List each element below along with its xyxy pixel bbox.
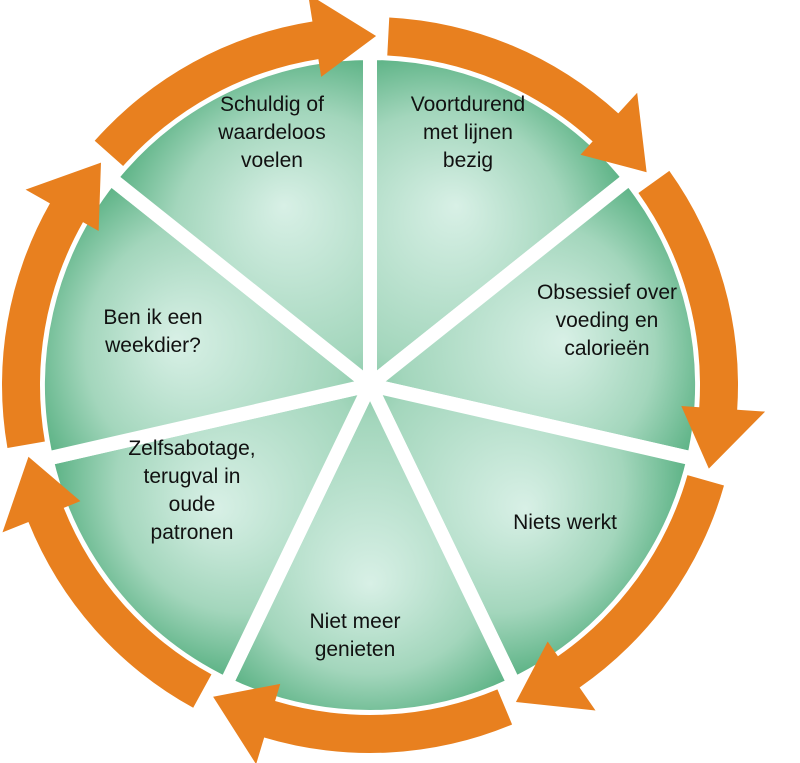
segment-label-line: waardeloos (217, 121, 325, 144)
segment-label: Voortdurend met lijnen bezig (411, 93, 525, 172)
segment-label-line: Obsessief over (537, 281, 677, 304)
cycle-arrow (387, 17, 647, 173)
segment-label: Niets werkt (513, 511, 617, 534)
segment-label-line: met lijnen (423, 121, 513, 144)
cycle-arrow (2, 456, 212, 708)
segment-label: Obsessief over voeding en calorieën (537, 281, 677, 360)
segment-label-line: voelen (241, 149, 303, 172)
cycle-arrow (2, 162, 101, 448)
segment-label-line: terugval in (144, 465, 241, 488)
cycle-arrow (638, 170, 766, 469)
segment-label-line: Zelfsabotage, (128, 437, 255, 460)
segment-label-line: bezig (443, 149, 493, 172)
segment-label-line: patronen (151, 521, 234, 544)
segment-label: Schuldig of waardeloos voelen (217, 93, 325, 172)
segment-label-line: voeding en (556, 309, 659, 332)
cycle-arrow (94, 0, 377, 167)
cycle-arrow (213, 683, 513, 763)
segment-label-line: oude (169, 493, 216, 516)
cycle-arrow (515, 475, 724, 711)
segment-label: Zelfsabotage, terugval in oude patronen (128, 437, 255, 544)
segment-label-line: Voortdurend (411, 93, 525, 116)
segment-label-line: Niets werkt (513, 511, 617, 534)
segment-label-line: calorieën (564, 337, 649, 360)
segment-label-line: Niet meer (309, 610, 400, 633)
segment-label-line: weekdier? (104, 334, 201, 357)
segment-label-line: Ben ik een (103, 306, 202, 329)
segment-label-line: genieten (315, 638, 396, 661)
segment-label: Niet meer genieten (309, 610, 400, 661)
segment-label: Ben ik een weekdier? (103, 306, 202, 357)
segment-label-line: Schuldig of (220, 93, 324, 116)
